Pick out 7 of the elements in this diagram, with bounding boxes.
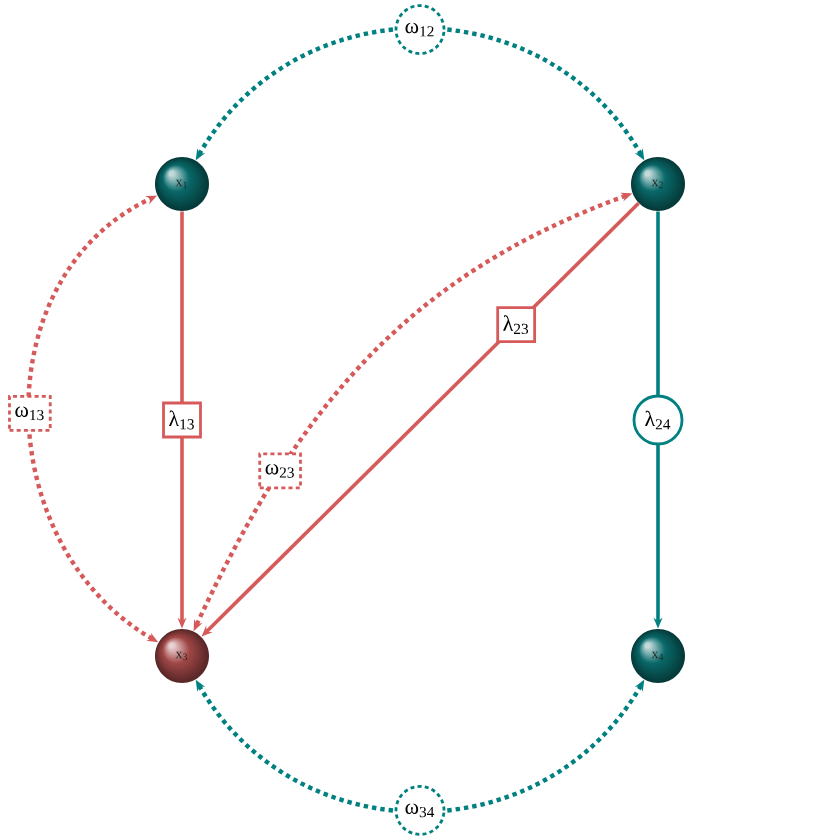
edge-label: ω$_{34}$: [394, 785, 446, 836]
edge-label: λ$_{23}$: [496, 306, 537, 344]
edge-label: λ$_{13}$: [162, 401, 202, 439]
edge-label: λ$_{24}$: [632, 394, 684, 446]
edge-label: ω$_{23}$: [258, 452, 302, 490]
edge-label: ω$_{13}$: [8, 394, 52, 432]
edge-label: ω$_{12}$: [394, 4, 446, 55]
